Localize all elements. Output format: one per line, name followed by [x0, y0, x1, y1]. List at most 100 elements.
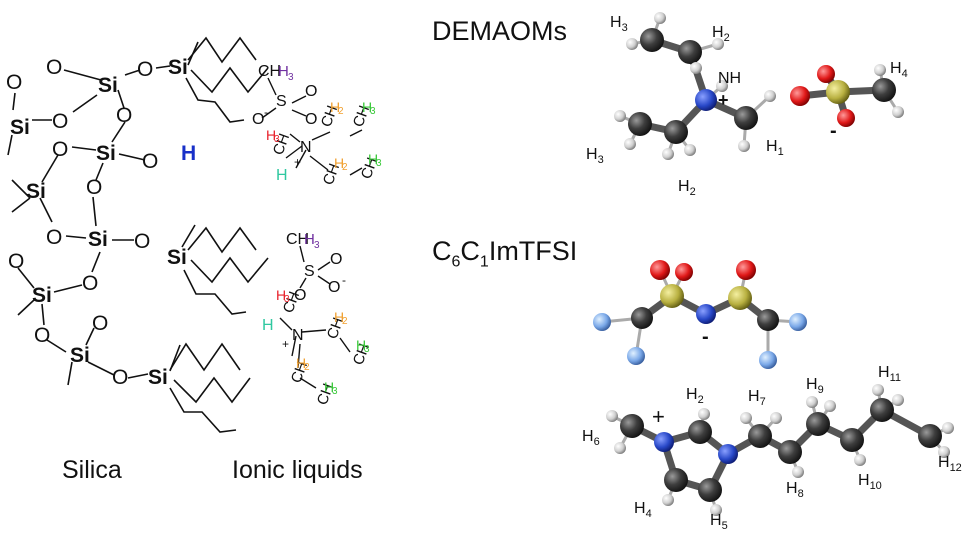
- label-h2-a: H2: [712, 24, 730, 45]
- ch3-label: CH: [286, 231, 309, 248]
- ch3-label: CH: [280, 289, 303, 315]
- label-h7: H7: [748, 388, 766, 409]
- c6c1im-model: [606, 384, 954, 516]
- ch3-label: CH: [270, 131, 293, 157]
- label-plus: +: [718, 90, 729, 110]
- sub2-label: 2: [304, 362, 310, 373]
- h2-orange-label: H: [330, 99, 340, 115]
- ionic-liquid-bottom: CH H 3 S O O - O H CH H 3 N + CH H 2 CH …: [262, 231, 373, 407]
- o-label: O: [86, 176, 102, 199]
- o-label: O: [34, 324, 50, 347]
- n-label: N: [292, 327, 304, 344]
- o-label: O: [6, 71, 22, 94]
- sub3-label: 3: [314, 240, 320, 251]
- ch2-label: CH: [320, 161, 343, 187]
- o-label: O: [46, 226, 62, 249]
- plus-label: +: [282, 337, 289, 351]
- label-h3-a: H3: [610, 14, 628, 35]
- s-label: S: [304, 263, 315, 280]
- si-label: Si: [26, 180, 46, 203]
- o-label: O: [52, 110, 68, 133]
- h3-red-label: H: [266, 127, 276, 143]
- h2-orange-label: H: [334, 309, 344, 325]
- label-h10: H10: [858, 472, 882, 493]
- o-label: O: [8, 250, 24, 273]
- n-label: N: [300, 139, 312, 156]
- minus-label: -: [264, 105, 268, 119]
- h-teal-label: H: [276, 167, 288, 184]
- ch2-label: CH: [288, 359, 311, 385]
- o-label: O: [330, 251, 342, 268]
- label-h4-c: H4: [634, 500, 652, 521]
- tfsi-minus: -: [702, 326, 709, 348]
- o-label: O: [116, 104, 132, 127]
- h-label-blue: H: [181, 142, 196, 165]
- o-label: O: [142, 150, 158, 173]
- si-label: Si: [10, 116, 30, 139]
- ch3-label: CH: [350, 103, 373, 129]
- h3-purple-label: H: [304, 231, 315, 248]
- si-label: Si: [167, 246, 187, 269]
- label-h5: H5: [710, 512, 728, 533]
- label-h1: H1: [766, 138, 784, 159]
- butyl-chains: [169, 36, 269, 433]
- h3-purple-label: H: [278, 63, 289, 80]
- si-label: Si: [168, 56, 188, 79]
- o-minus-label: O: [252, 111, 264, 128]
- label-h12: H12: [938, 454, 962, 475]
- tfsi-model: [593, 260, 807, 369]
- o-minus-label: O: [328, 279, 340, 296]
- h3-red-label: H: [276, 287, 286, 303]
- h2-orange-label: H: [296, 355, 306, 371]
- o-label: O: [92, 312, 108, 335]
- label-h4: H4: [890, 60, 908, 81]
- sub2-label: 2: [342, 316, 348, 327]
- sub3-label: 3: [332, 386, 338, 397]
- sub3-label: 3: [376, 158, 382, 169]
- ionic-liquid-top: CH H 3 S O O O - CH H 2 CH H 3 CH H 3 N …: [252, 63, 382, 187]
- o-label: O: [134, 230, 150, 253]
- si-label: Si: [148, 366, 168, 389]
- sub3-label: 3: [288, 72, 294, 83]
- o-label: O: [46, 56, 62, 79]
- sub3-label: 3: [274, 134, 280, 145]
- ch3-label: CH: [350, 341, 373, 367]
- h2-orange-label: H: [334, 155, 344, 171]
- h-teal-label: H: [262, 317, 274, 334]
- label-h3-b: H3: [586, 146, 604, 167]
- ch2-label: CH: [324, 315, 347, 341]
- si-label: Si: [70, 344, 90, 367]
- o-label: O: [137, 58, 153, 81]
- label-nh: NH: [718, 70, 742, 87]
- label-h2-c: H2: [686, 386, 704, 407]
- si-label: Si: [32, 284, 52, 307]
- h3-green-label: H: [362, 99, 372, 115]
- c6c1imtfsi-title: C6C1ImTFSI: [432, 236, 578, 271]
- o-label: O: [82, 272, 98, 295]
- ionic-liquids-caption: Ionic liquids: [232, 456, 363, 484]
- sub2-label: 2: [338, 106, 344, 117]
- sub3-label: 3: [370, 106, 376, 117]
- label-h2-b: H2: [678, 178, 696, 199]
- ch3-label: CH: [314, 381, 337, 407]
- cation-plus: +: [652, 404, 665, 429]
- demaoms-model: [614, 12, 904, 160]
- h3-green-label: H: [324, 379, 334, 395]
- ch3-label: CH: [258, 63, 281, 80]
- plus-label: +: [294, 155, 301, 169]
- o-label: O: [294, 287, 306, 304]
- o-label: O: [52, 138, 68, 161]
- label-h9: H9: [806, 376, 824, 397]
- ch3-label: CH: [358, 155, 381, 181]
- silica-labels: O Si O O Si O Si O O Si O H O Si O Si O …: [6, 56, 196, 389]
- label-h8: H8: [786, 480, 804, 501]
- si-label: Si: [88, 228, 108, 251]
- label-h11: H11: [878, 364, 901, 385]
- silica-caption: Silica: [62, 456, 122, 484]
- sub2-label: 2: [342, 162, 348, 173]
- h3-green-label: H: [356, 337, 366, 353]
- label-minus: -: [830, 120, 837, 142]
- s-label: S: [276, 93, 287, 110]
